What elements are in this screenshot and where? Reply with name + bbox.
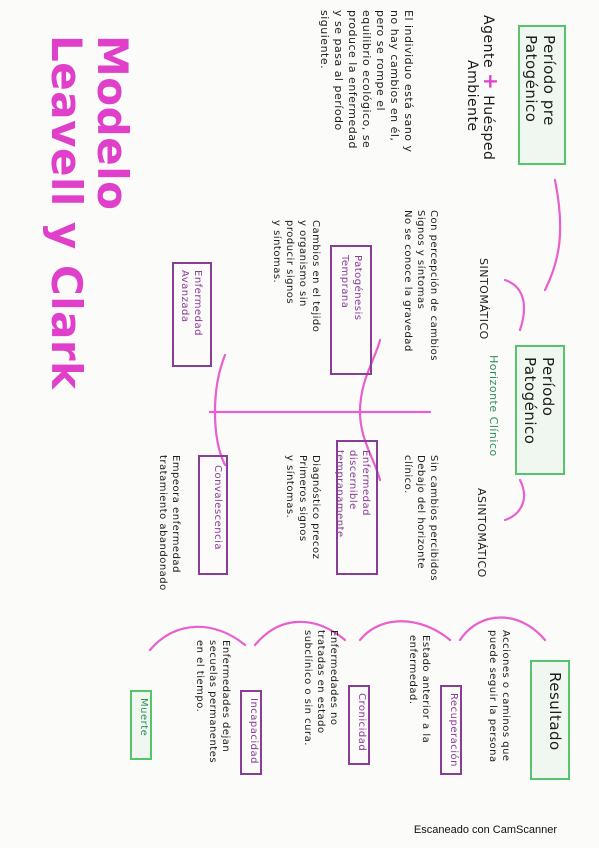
desc-line: Signos y síntomas xyxy=(415,210,426,310)
stage-box-convalescencia: Convalescencia xyxy=(198,455,228,575)
desc-line: Enfermedades no xyxy=(328,630,339,726)
cronicidad-desc: Enfermedades no tratadas en estado subcl… xyxy=(301,630,340,746)
desc-line: puede seguir la persona xyxy=(487,630,498,763)
desc-line: Enfermedades dejan xyxy=(220,640,231,753)
stage-label: Convalescencia xyxy=(212,465,223,551)
desc-line: produce la enfermedad xyxy=(346,10,359,149)
desc-line: clínico. xyxy=(402,455,413,494)
prepatogenico-heading: Período pre Patogénico xyxy=(522,35,558,126)
stage-label: Enfermedad Avanzada xyxy=(179,270,203,336)
desc-line: Debajo del horizonte xyxy=(415,455,426,569)
arc-4 xyxy=(148,625,247,652)
desc-line: secuelas permanentes xyxy=(207,640,218,764)
resultado-box-incapacidad: Incapacidad xyxy=(240,690,262,775)
discernible-desc: Diagnóstico precoz Primeros signos y sín… xyxy=(283,455,322,559)
desc-line: y se pasa al período xyxy=(332,10,345,131)
arrow-sintomatico xyxy=(503,278,525,332)
desc-line: y síntomas. xyxy=(284,455,295,519)
desc-line: Empeora enfermedad xyxy=(170,455,181,573)
desc-line: y organismo sin xyxy=(297,220,308,307)
recuperacion-desc: Estado anterior a la enfermedad. xyxy=(406,635,432,743)
stage-box-discernible: Enfermedad discernible tempranamente xyxy=(334,440,378,575)
scanner-watermark: Escaneado con CamScanner xyxy=(413,824,557,836)
resultado-label: Recuperación xyxy=(448,693,459,767)
stage-box-patogenesis: Patogénesis Temprana xyxy=(330,245,372,375)
branch-1 xyxy=(358,338,382,414)
stage-label: Patogénesis Temprana xyxy=(339,255,363,321)
factor-huesped: Huésped xyxy=(480,95,496,161)
resultado-heading-box: Resultado xyxy=(530,660,570,780)
desc-line: en el tiempo. xyxy=(194,640,205,713)
arc-2 xyxy=(358,620,452,642)
resultado-intro: Acciones o caminos que puede seguir la p… xyxy=(486,630,512,763)
desc-line: enfermedad. xyxy=(407,635,418,705)
stage-box-avanzada: Enfermedad Avanzada xyxy=(172,262,212,367)
patogenico-heading-box: Período Patogénico xyxy=(515,345,565,475)
prepatogenico-heading-box: Período pre Patogénico xyxy=(518,25,566,165)
patogenico-heading: Período Patogénico xyxy=(521,357,557,445)
resultado-box-muerte: Muerte xyxy=(130,690,152,760)
arc-3 xyxy=(253,620,347,647)
desc-line: no hay cambios en él, xyxy=(388,10,401,142)
factor-agente: Agente xyxy=(480,15,496,69)
factor-ambiente: Ambiente xyxy=(464,60,480,132)
title-line-2: Leavell y Clark xyxy=(42,35,91,390)
sintomatico-desc: Con percepción de cambios Signos y sínto… xyxy=(401,210,440,361)
title-line-1: Modelo xyxy=(88,35,137,211)
desc-line: pero se rompe el xyxy=(374,10,387,112)
title-block: Modelo Leavell y Clark xyxy=(42,35,137,390)
desc-line: Con percepción de cambios xyxy=(428,210,439,361)
resultado-label: Muerte xyxy=(138,698,149,737)
desc-line: Acciones o caminos que xyxy=(500,630,511,762)
sintomatico-label: SINTOMÁTICO xyxy=(477,258,490,340)
desc-line: El individuo está sano y xyxy=(402,10,415,153)
resultado-label: Incapacidad xyxy=(248,698,259,764)
desc-line: producir signos xyxy=(284,220,295,305)
branch-4 xyxy=(213,410,227,467)
desc-line: subclínico o sin cura. xyxy=(302,630,313,746)
convalescencia-desc: Empeora enfermedad tratamiento abandonad… xyxy=(156,455,182,591)
plus-icon: + xyxy=(479,73,503,91)
branch-2 xyxy=(358,410,382,482)
desc-line: y síntomas. xyxy=(271,220,282,284)
asintomatico-desc: Sin cambios percibidos Debajo del horizo… xyxy=(401,455,440,581)
arrow-asintomatico xyxy=(503,478,526,522)
stage-label: Enfermedad discernible tempranamente xyxy=(334,450,371,538)
desc-line: Sin cambios percibidos xyxy=(428,455,439,582)
desc-line: tratamiento abandonado xyxy=(157,455,168,591)
desc-line: Estado anterior a la xyxy=(420,635,431,744)
resultado-heading: Resultado xyxy=(546,672,564,751)
desc-line: Cambios en el tejido xyxy=(310,220,321,333)
desc-line: tratadas en estado xyxy=(315,630,326,734)
desc-line: No se conoce la gravedad xyxy=(402,210,413,352)
desc-line: siguiente. xyxy=(318,10,331,70)
desc-line: Diagnóstico precoz xyxy=(310,455,321,560)
patogenesis-desc: Cambios en el tejido y organismo sin pro… xyxy=(270,220,322,332)
factors-line: Agente + Huésped xyxy=(479,15,503,161)
branch-3 xyxy=(213,353,227,414)
asintomatico-label: ASINTOMÁTICO xyxy=(475,488,488,578)
desc-line: equilibrio ecológico, se xyxy=(360,10,373,149)
horizon-label: Horizonte Clínico xyxy=(487,355,500,457)
arc-1 xyxy=(458,616,547,642)
desc-line: Primeros signos xyxy=(297,455,308,542)
arrow-pre xyxy=(543,178,562,292)
resultado-box-cronicidad: Cronicidad xyxy=(348,685,370,765)
prepatogenico-desc: El individuo está sano y no hay cambios … xyxy=(317,10,415,153)
resultado-box-recuperacion: Recuperación xyxy=(440,685,462,775)
incapacidad-desc: Enfermedades dejan secuelas permanentes … xyxy=(193,640,232,763)
resultado-label: Cronicidad xyxy=(356,693,367,752)
